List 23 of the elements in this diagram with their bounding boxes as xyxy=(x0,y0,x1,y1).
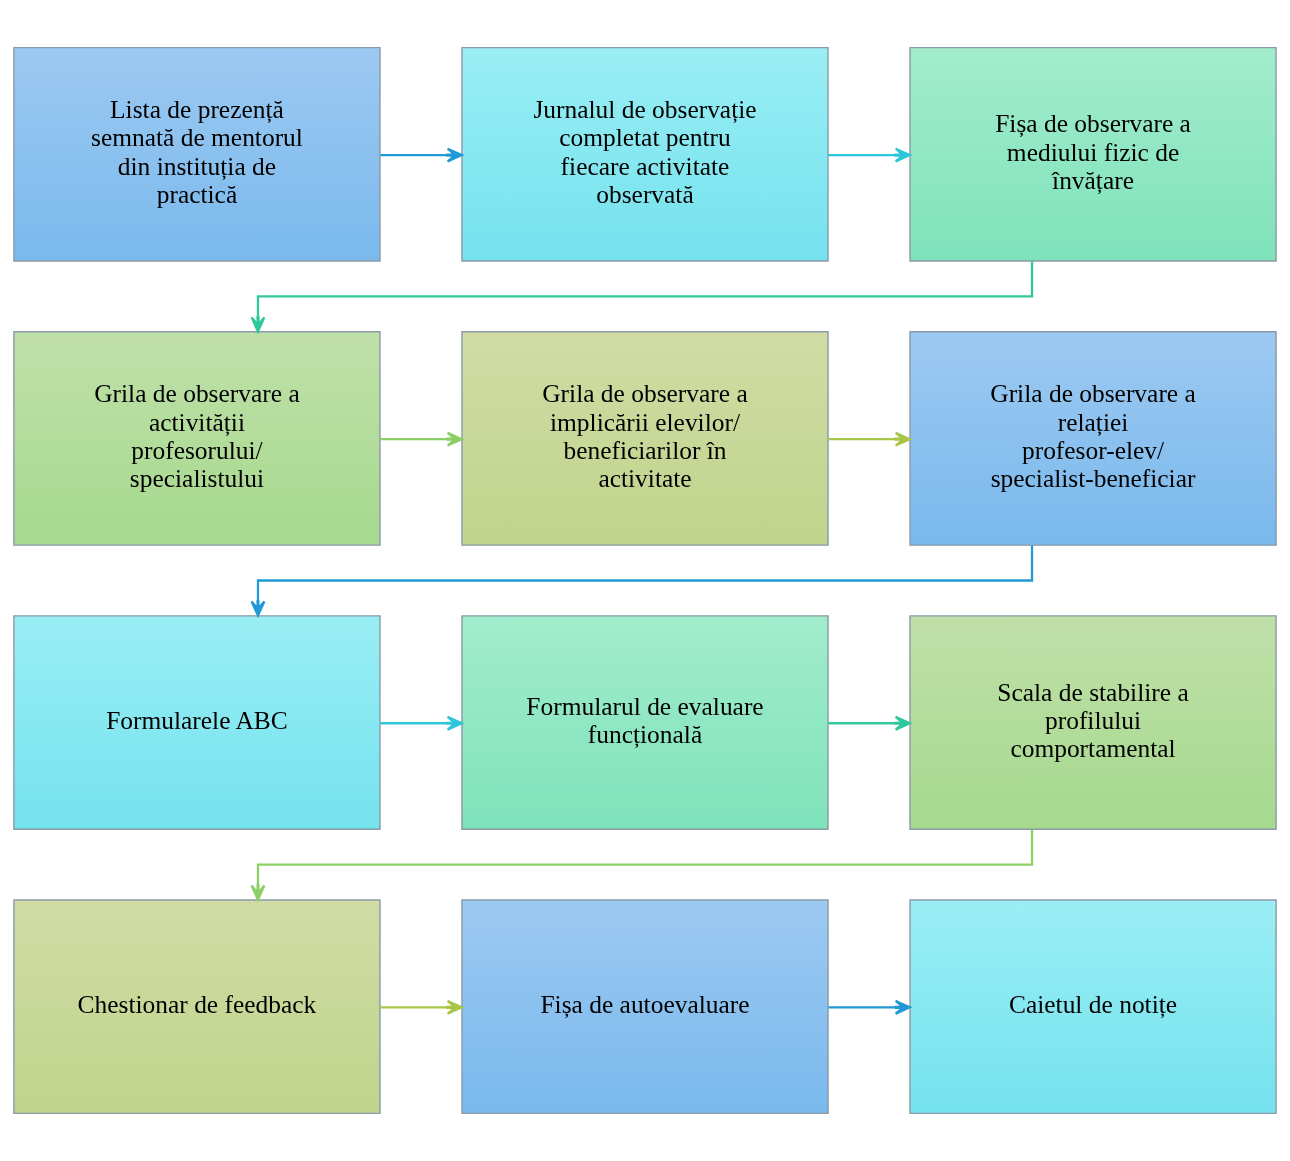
node-box: Jurnalul de observație completat pentru fiecare activitate observată xyxy=(461,46,829,262)
node-box: Grila de observare a relației profesor-elev/ specialist-beneficiar xyxy=(909,331,1277,546)
arrow xyxy=(380,999,463,1015)
node-box: Scala de stabilire a profilului comportamental xyxy=(909,615,1277,830)
arrow xyxy=(250,545,1034,617)
node-box: Caietul de notițe xyxy=(909,899,1277,1115)
node-box: Grila de observare a activității profesorului/ specialistului xyxy=(13,331,381,546)
arrow xyxy=(380,715,463,731)
arrow xyxy=(828,147,911,163)
arrow xyxy=(828,999,911,1015)
node-box: Chestionar de feedback xyxy=(13,899,381,1115)
node-box: Lista de prezență semnată de mentorul din instituția de practică xyxy=(13,46,381,262)
node-box: Fișa de autoevaluare xyxy=(461,899,829,1115)
node-box: Formularul de evaluare funcțională xyxy=(461,615,829,830)
arrow xyxy=(828,715,911,731)
node-box: Formularele ABC xyxy=(13,615,381,830)
arrow xyxy=(828,431,911,447)
node-box: Grila de observare a implicării elevilor/ beneficiarilor în activitate xyxy=(461,331,829,546)
arrow xyxy=(250,829,1034,901)
node-box: Fișa de observare a mediului fizic de învățare xyxy=(909,46,1277,262)
arrow xyxy=(380,431,463,447)
arrow xyxy=(250,261,1034,333)
arrow xyxy=(380,147,463,163)
